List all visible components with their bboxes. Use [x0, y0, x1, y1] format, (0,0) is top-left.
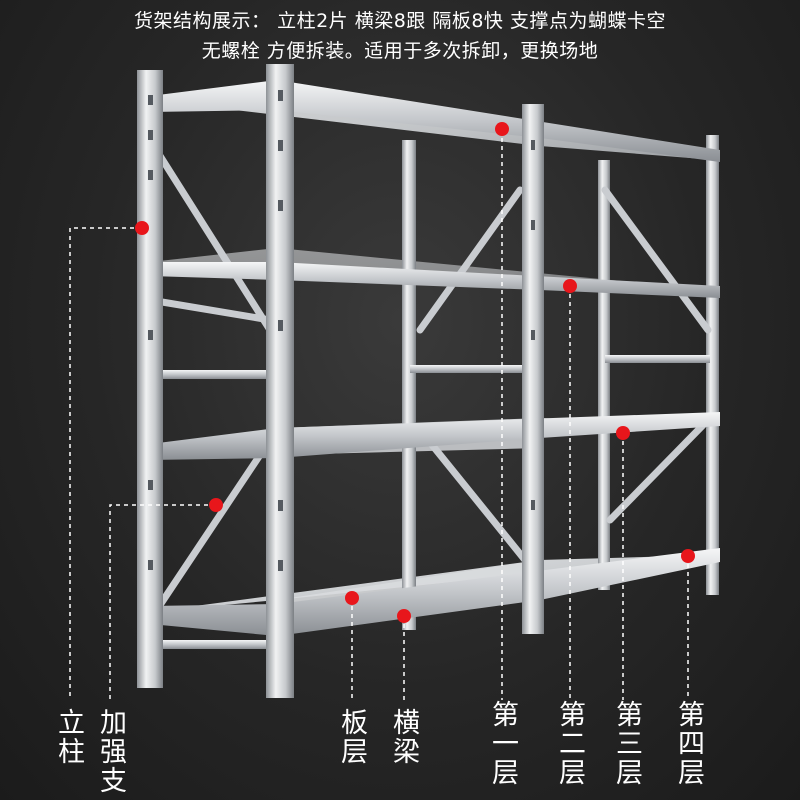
- marker-level3: [616, 426, 630, 440]
- label-shelf-panel: 板层: [336, 708, 367, 766]
- marker-beam: [397, 609, 411, 623]
- marker-shelf-panel: [345, 591, 359, 605]
- side-rungs: [150, 355, 710, 649]
- diagonal-braces: [146, 136, 712, 624]
- marker-level4: [681, 549, 695, 563]
- label-brace: 加强支: [95, 708, 126, 795]
- back-uprights: [402, 135, 719, 630]
- label-level2: 第二层: [554, 700, 585, 787]
- marker-level2: [563, 279, 577, 293]
- marker-level1: [495, 122, 509, 136]
- caption-line-1: 货架结构展示： 立柱2片 横梁8跟 隔板8快 支撑点为蝴蝶卡空: [134, 10, 666, 32]
- leader-upright: [69, 227, 142, 700]
- label-beam: 横梁: [388, 708, 419, 766]
- leader-lines: [69, 130, 689, 700]
- leader-brace: [109, 504, 216, 700]
- marker-upright: [135, 221, 149, 235]
- label-level1: 第一层: [487, 700, 518, 787]
- caption-line-2: 无螺栓 方便拆装。适用于多次拆卸，更换场地: [201, 40, 599, 62]
- marker-brace: [209, 498, 223, 512]
- label-level3: 第三层: [611, 700, 642, 787]
- label-upright: 立柱: [53, 708, 84, 766]
- label-level4: 第四层: [673, 700, 704, 787]
- front-uprights: [137, 64, 544, 698]
- marker-dots: [135, 122, 695, 623]
